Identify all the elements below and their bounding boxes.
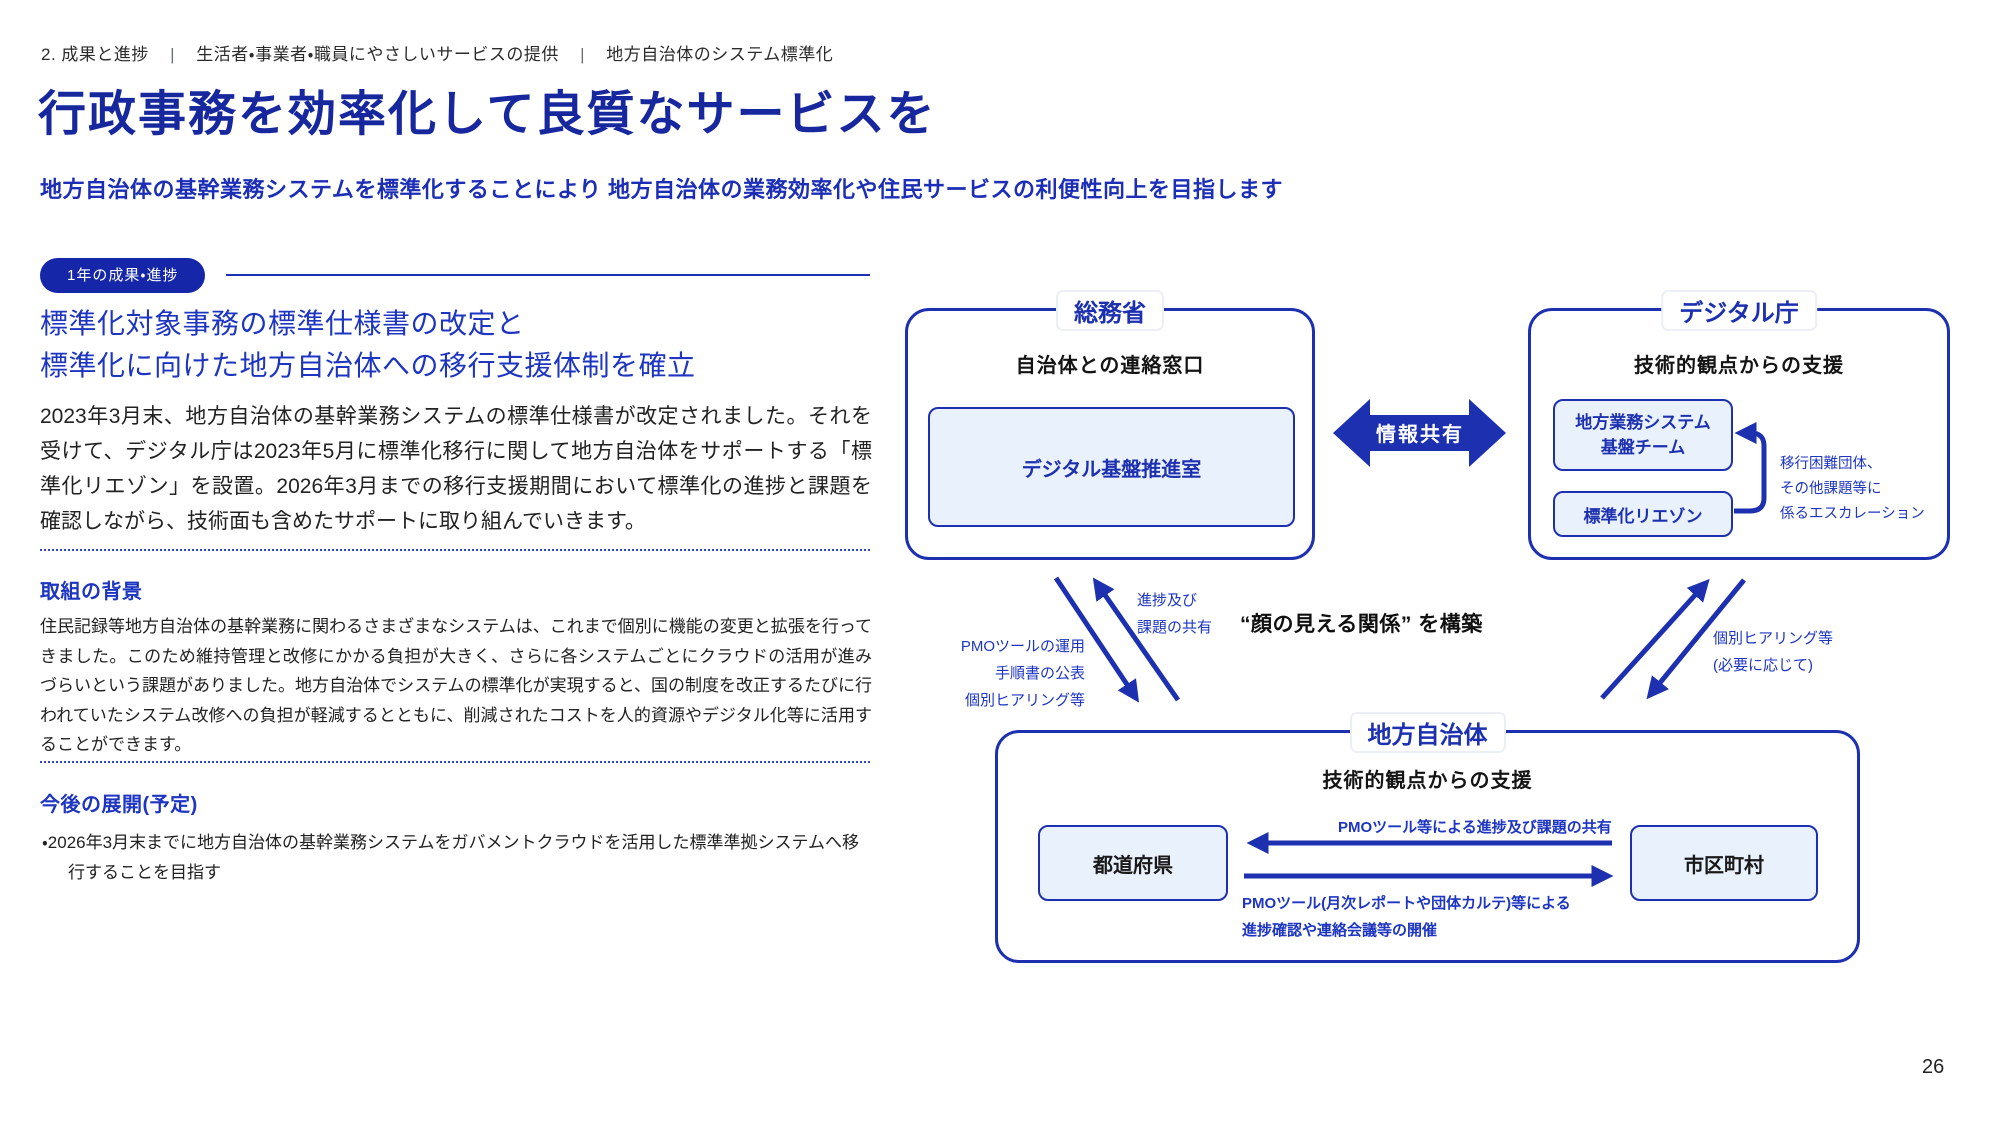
escalation-note-line1: 移行困難団体、	[1780, 456, 1882, 472]
escalation-note-line3: 係るエスカレーション	[1780, 506, 1925, 522]
local-system-team-line2: 基盤チーム	[1600, 438, 1686, 457]
pmo-tools-label-line2: 手順書の公表	[994, 665, 1085, 682]
soumu-role-text: 自治体との連絡窓口	[1015, 355, 1205, 377]
breadcrumb-item-topic: 地方自治体のシステム標準化	[606, 45, 834, 64]
digital-agency-label: デジタル庁	[1661, 290, 1817, 331]
info-share-arrow: 情報共有	[1333, 399, 1506, 467]
breadcrumb-separator: |	[580, 45, 586, 64]
badge-rule-line	[226, 274, 870, 276]
local-government-role-text: 技術的観点からの支援	[1322, 770, 1533, 792]
pmo-tools-label-line3: 個別ヒアリング等	[964, 692, 1085, 709]
local-system-team-box: 地方業務システム 基盤チーム	[1553, 399, 1733, 471]
year-progress-badge: 1年の成果・進捗	[40, 258, 206, 293]
page-number: 26	[1922, 1056, 1945, 1078]
achievement-heading-line1: 標準化対象事務の標準仕様書の改定と	[40, 308, 525, 339]
municipality-box: 市区町村	[1630, 825, 1818, 901]
breadcrumb-item-section: 2. 成果と進捗	[41, 45, 149, 64]
page-title: 行政事務を効率化して良質なサービスを	[38, 88, 937, 141]
background-heading: 取組の背景	[40, 581, 143, 603]
page-subtitle: 地方自治体の基幹業務システムを標準化することにより 地方自治体の業務効率化や住民…	[40, 177, 1284, 202]
intro-paragraph: 2023年3月末、地方自治体の基幹業務システムの標準仕様書が改定されました。それ…	[40, 405, 872, 533]
digital-agency-box: デジタル庁 技術的観点からの支援 地方業務システム 基盤チーム 標準化リエゾン	[1528, 290, 1950, 560]
achievement-heading: 標準化対象事務の標準仕様書の改定と 標準化に向けた地方自治体への移行支援体制を確…	[40, 303, 696, 387]
local-system-team-line1: 地方業務システム	[1575, 413, 1711, 432]
breadcrumb: 2. 成果と進捗 | 生活者・事業者・職員にやさしいサービスの提供 | 地方自治…	[41, 40, 833, 65]
prefecture-box: 都道府県	[1038, 825, 1228, 901]
pmo-tools-label: PMOツールの運用 手順書の公表 個別ヒアリング等	[885, 633, 1085, 714]
dotted-divider	[40, 549, 870, 551]
bullet-marker: ・	[42, 833, 48, 852]
local-government-box: 地方自治体 技術的観点からの支援 都道府県 市区町村	[995, 712, 1860, 963]
soumu-ministry-box: 総務省 自治体との連絡窓口 デジタル基盤推進室	[905, 290, 1315, 560]
lga-bottom-arrow-label-line2: 進捗確認や連絡会議等の開催	[1242, 922, 1438, 939]
escalation-note-line2: その他課題等に	[1780, 481, 1882, 497]
info-share-arrow-label: 情報共有	[1376, 422, 1464, 446]
escalation-note: 移行困難団体、 その他課題等に 係るエスカレーション	[1780, 452, 1925, 527]
background-paragraph: 住民記録等地方自治体の基幹業務に関わるさまざまなシステムは、これまで個別に機能の…	[40, 617, 872, 754]
lga-to-digital-arrow	[1600, 578, 1710, 700]
breadcrumb-separator: |	[170, 45, 176, 64]
digital-infrastructure-office-box: デジタル基盤推進室	[928, 407, 1295, 527]
future-heading: 今後の展開(予定)	[40, 794, 198, 816]
lga-bottom-arrow-label-line1: PMOツール(月次レポートや団体カルテ)等による	[1242, 895, 1571, 912]
individual-hearing-label-line1: 個別ヒアリング等	[1713, 630, 1834, 647]
breadcrumb-item-theme: 生活者・事業者・職員にやさしいサービスの提供	[196, 45, 559, 64]
digital-agency-role-text: 技術的観点からの支援	[1634, 355, 1844, 377]
future-bullet-text: 2026年3月末までに地方自治体の基幹業務システムをガバメントクラウドを活用した…	[47, 833, 860, 882]
progress-share-label-line2: 課題の共有	[1137, 619, 1213, 636]
progress-share-label-line1: 進捗及び	[1137, 592, 1198, 609]
soumu-ministry-label: 総務省	[1056, 290, 1164, 331]
visible-relationship-text: “顔の見える関係” を構築	[1240, 613, 1483, 636]
individual-hearing-label-line2: (必要に応じて)	[1713, 657, 1813, 674]
local-government-label: 地方自治体	[1349, 712, 1506, 753]
pmo-tools-label-line1: PMOツールの運用	[960, 638, 1085, 655]
lga-top-arrow-label: PMOツール等による進捗及び課題の共有	[1338, 819, 1612, 836]
achievement-heading-line2: 標準化に向けた地方自治体への移行支援体制を確立	[40, 350, 696, 381]
standardization-liaison-box: 標準化リエゾン	[1553, 491, 1733, 537]
dotted-divider	[40, 761, 870, 763]
future-bullet-item: ・2026年3月末までに地方自治体の基幹業務システムをガバメントクラウドを活用し…	[42, 828, 864, 888]
